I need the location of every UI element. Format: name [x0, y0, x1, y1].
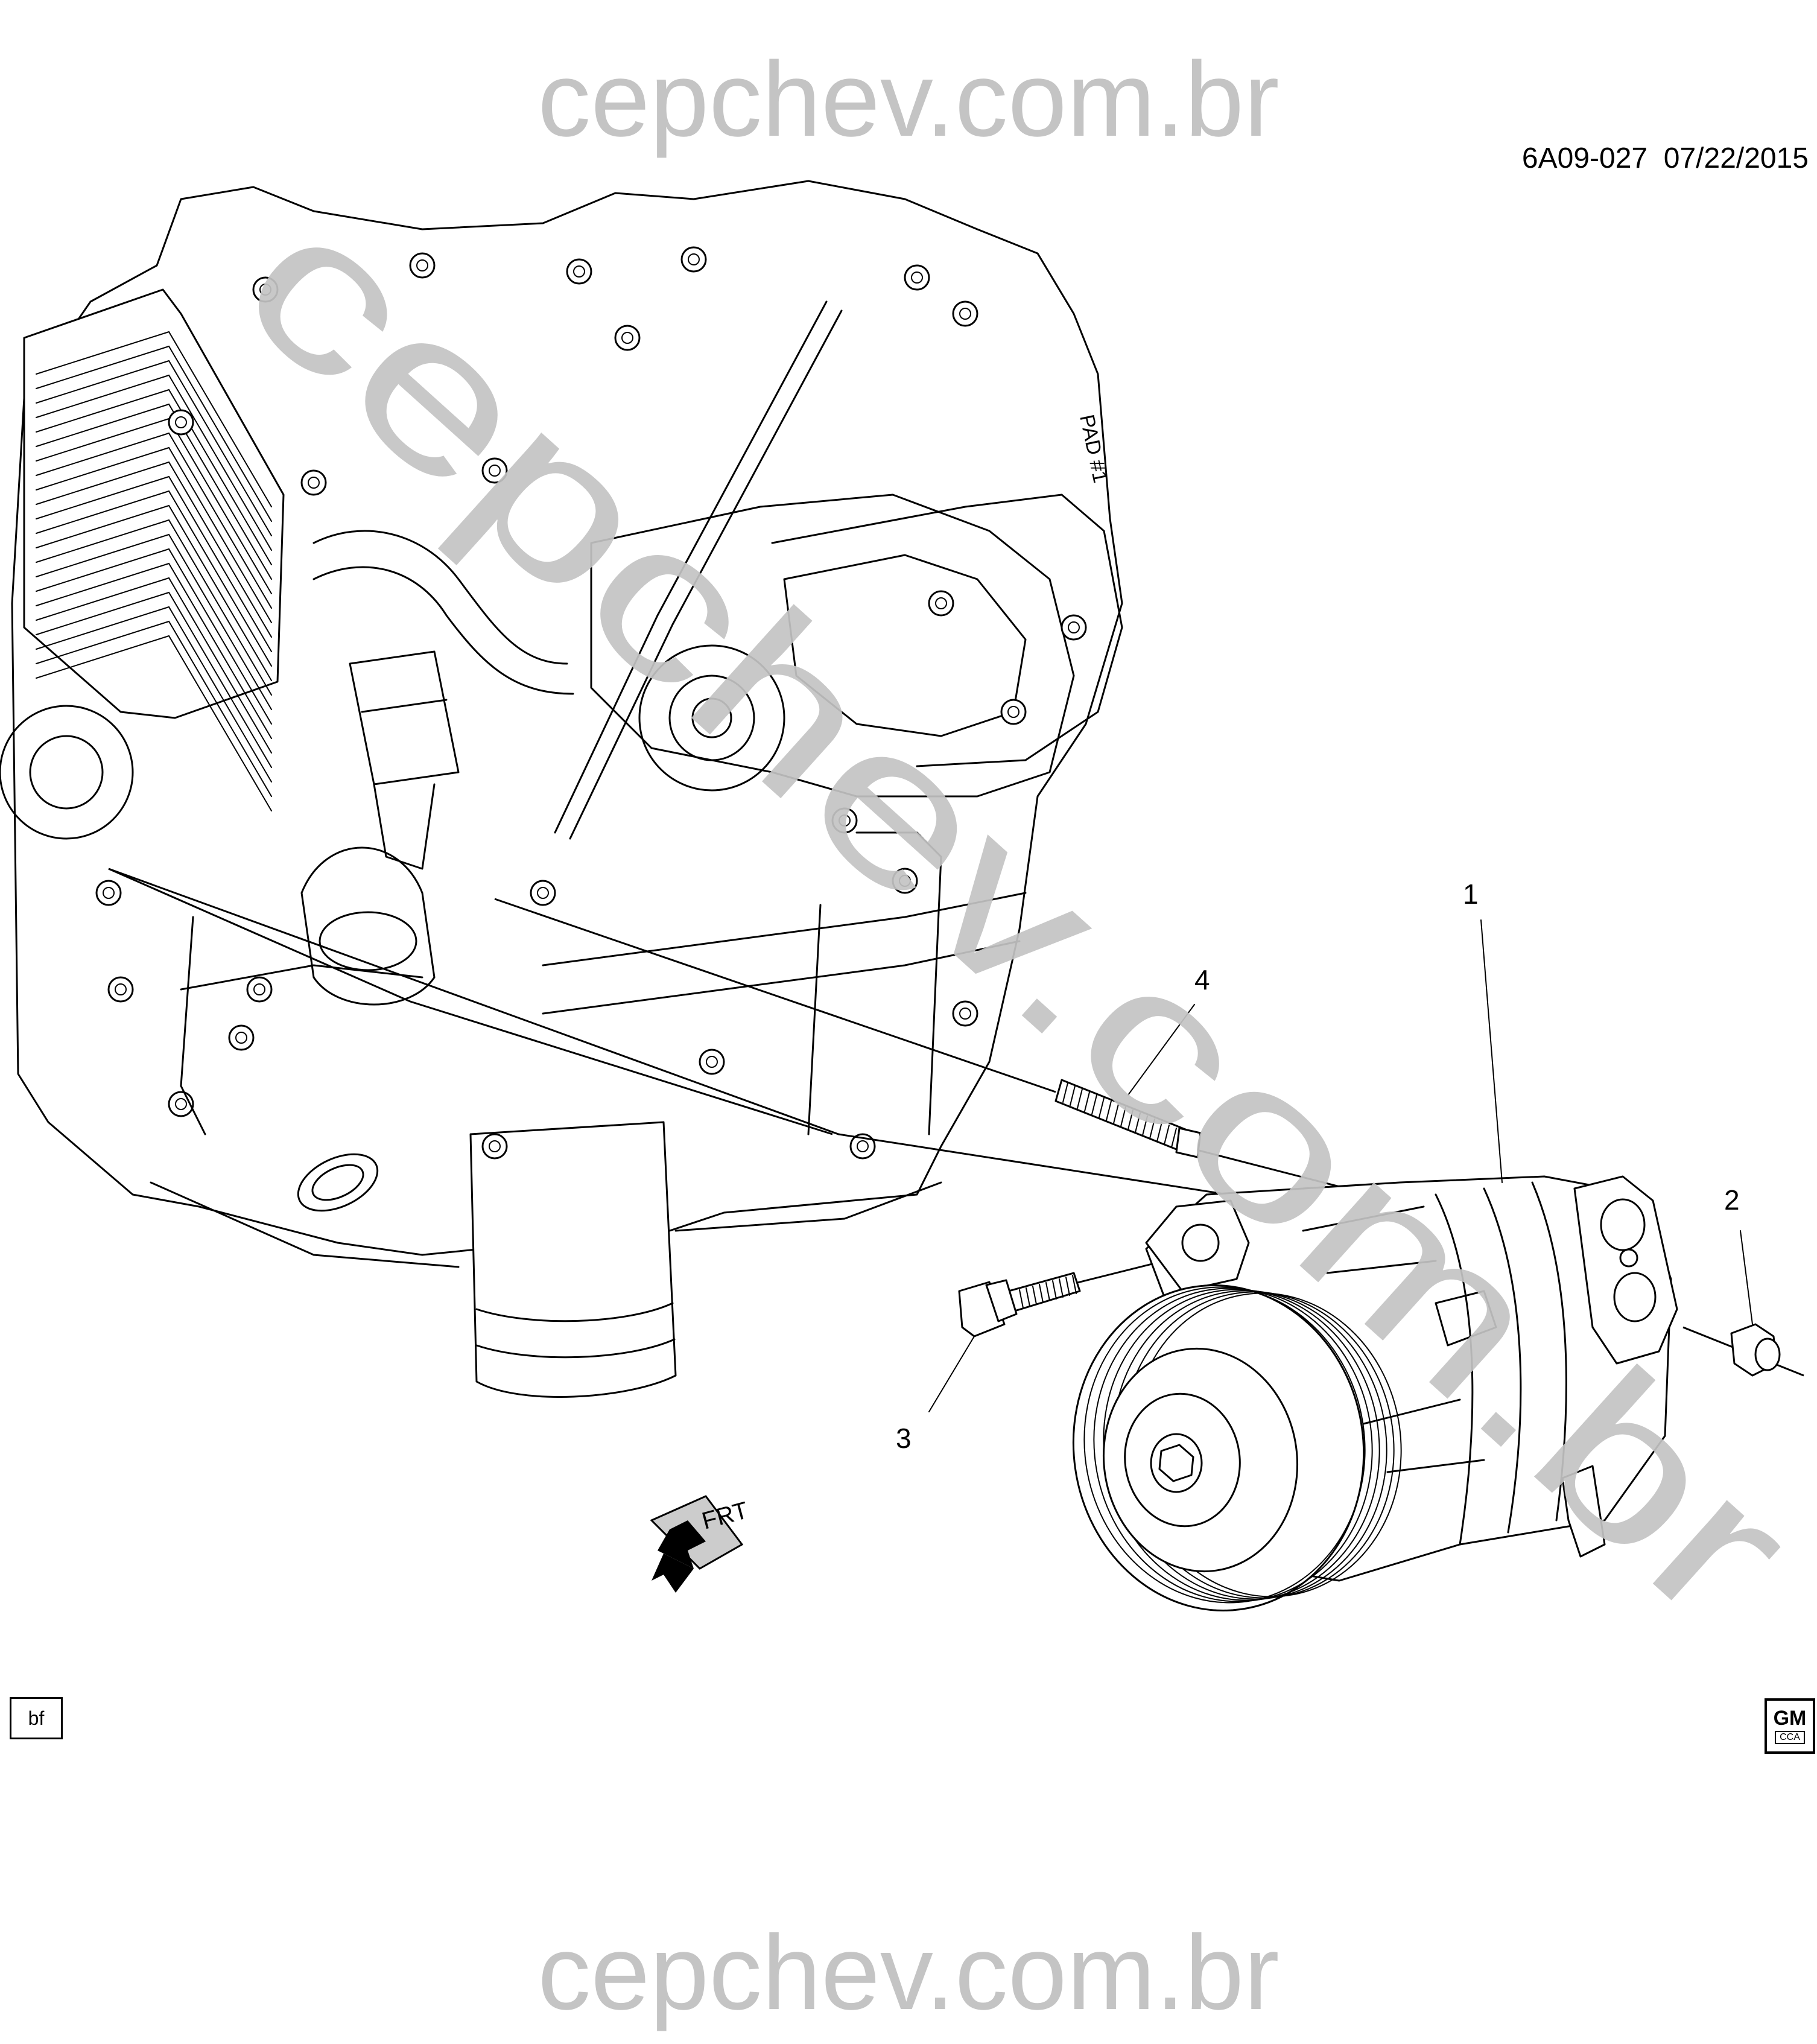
- diagram-id: 6A09-027 07/22/2015: [1522, 142, 1809, 174]
- corner-badge: bf: [10, 1697, 63, 1739]
- watermark-bottom: cepchev.com.br: [537, 1914, 1279, 2032]
- svg-text:PAD #1: PAD #1: [1075, 413, 1112, 485]
- callouts: 1 2 3 4: [896, 878, 1753, 1454]
- nut-part-2: [1730, 1323, 1781, 1377]
- ac-compressor-part-1: [1072, 1175, 1678, 1611]
- callout-1: 1: [1463, 878, 1479, 910]
- gm-logo-top: GM: [1773, 1707, 1807, 1730]
- engine-block: PAD #1: [0, 180, 1123, 1398]
- front-direction-arrow: FRT: [650, 1495, 751, 1593]
- bolt-part-3: [958, 1272, 1081, 1338]
- callout-3: 3: [896, 1423, 912, 1454]
- callout-2: 2: [1724, 1184, 1740, 1216]
- gm-logo-bottom: CCA: [1775, 1731, 1805, 1744]
- callout-4: 4: [1194, 964, 1210, 995]
- stud-part-4: [1054, 1079, 1202, 1158]
- watermark-diagonal: cepchev.com.br: [198, 160, 1817, 1668]
- watermark-top: cepchev.com.br: [537, 40, 1279, 159]
- gm-logo: GM CCA: [1765, 1698, 1815, 1754]
- oil-cooler: [23, 288, 285, 811]
- oil-filter: [469, 1121, 677, 1398]
